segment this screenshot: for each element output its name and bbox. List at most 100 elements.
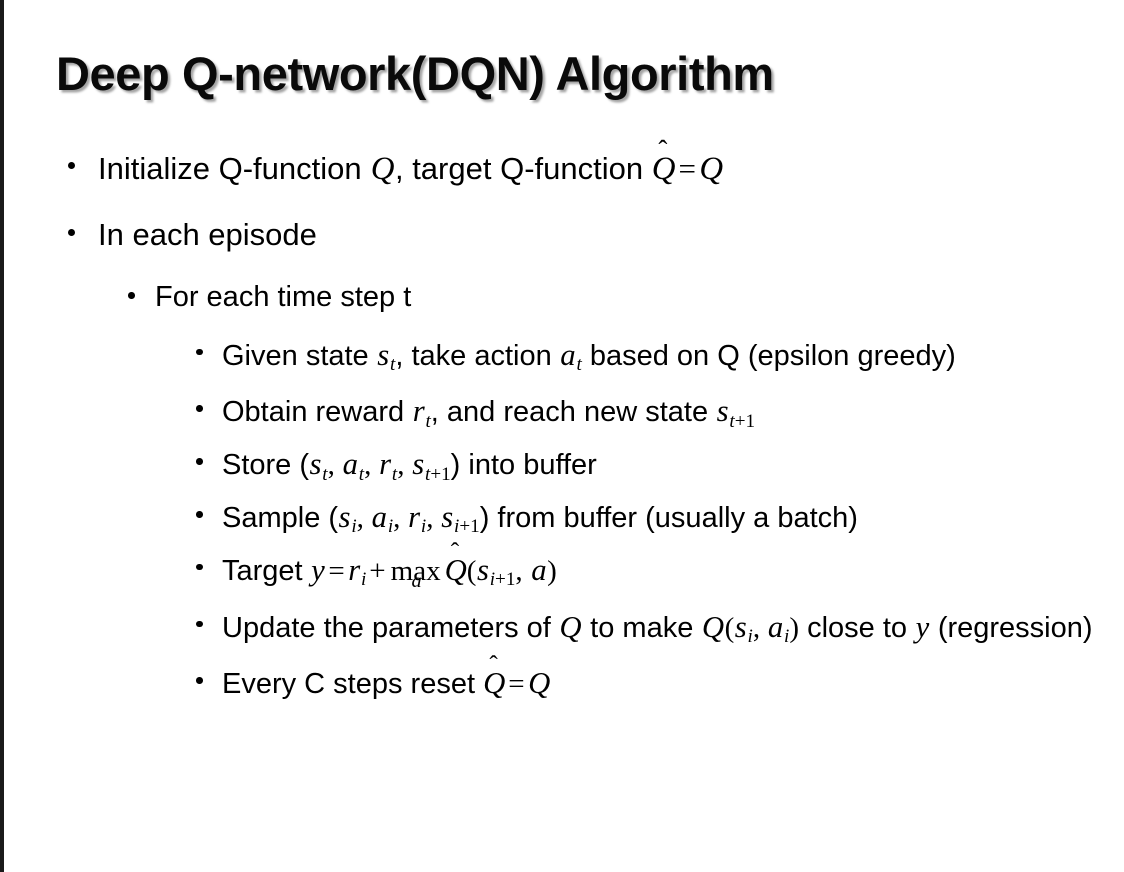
math-comma: , bbox=[515, 554, 523, 587]
bullet-dot-icon bbox=[196, 458, 203, 465]
math-op-equals: = bbox=[678, 151, 696, 186]
text-fragment: Obtain reward bbox=[222, 396, 413, 429]
math-var-s: s bbox=[734, 609, 747, 644]
text-fragment: , and reach new state bbox=[430, 396, 717, 429]
math-var-r: r bbox=[412, 394, 425, 429]
bullet-dot-icon bbox=[196, 511, 203, 518]
math-comma: , bbox=[327, 449, 343, 482]
bullet-dot-icon bbox=[128, 292, 135, 299]
bullet-update-text: Update the parameters of Q to make Q(si,… bbox=[222, 607, 1124, 650]
text-fragment: Update the parameters of bbox=[222, 611, 559, 644]
math-var-s: s bbox=[412, 447, 425, 482]
math-comma: , bbox=[752, 611, 768, 644]
bullet-given-state-text: Given state st, take action at based on … bbox=[222, 335, 1124, 378]
math-var-q: Q bbox=[559, 609, 582, 644]
math-subscript: t bbox=[391, 463, 398, 485]
bullet-for-each-time-step: For each time step t bbox=[0, 279, 1124, 317]
math-op-equals: = bbox=[328, 554, 345, 587]
math-subscript: t bbox=[322, 463, 328, 485]
math-subscript: i bbox=[360, 569, 367, 591]
bullet-in-each-episode-text: In each episode bbox=[98, 216, 317, 252]
math-subscript: i bbox=[387, 516, 394, 538]
bullet-obtain-reward-text: Obtain reward rt, and reach new state st… bbox=[222, 391, 1124, 434]
math-subscript: t bbox=[576, 354, 582, 376]
bullet-given-state: Given state st, take action at based on … bbox=[0, 335, 1124, 378]
math-var-y: y bbox=[311, 552, 325, 587]
bullet-dot-icon bbox=[196, 620, 203, 628]
math-var-q: Q bbox=[370, 151, 395, 187]
page-title: Deep Q-network(DQN) Algorithm bbox=[56, 47, 774, 100]
subscript-offset: +1 bbox=[459, 516, 480, 538]
text-fragment: (regression) bbox=[929, 611, 1093, 644]
text-fragment: Initialize Q-function bbox=[98, 151, 371, 186]
math-paren-close: ) bbox=[547, 554, 557, 587]
bullet-store-text: Store (st, at, rt, st+1) into buffer bbox=[222, 444, 1124, 487]
text-fragment: Sample ( bbox=[222, 502, 339, 535]
math-comma: , bbox=[356, 502, 372, 535]
hat-accent-icon: ˆ bbox=[658, 135, 668, 166]
math-var-a: a bbox=[371, 500, 388, 535]
text-fragment: close to bbox=[799, 611, 916, 644]
math-subscript: t+1 bbox=[425, 464, 451, 485]
slide-body: Initialize Q-function Q, target Q-functi… bbox=[0, 137, 1124, 714]
bullet-dot-icon bbox=[196, 405, 203, 412]
math-var-q: Q bbox=[483, 666, 506, 701]
math-var-q: Q bbox=[699, 151, 724, 187]
bullet-initialize: Initialize Q-function Q, target Q-functi… bbox=[0, 137, 1124, 191]
math-subscript: i bbox=[351, 516, 357, 538]
math-subscript: i bbox=[784, 626, 790, 648]
math-var-a: a bbox=[531, 552, 547, 587]
subscript-var: t bbox=[729, 410, 735, 432]
bullet-in-each-episode: In each episode bbox=[0, 215, 1124, 255]
bullet-sample: Sample (si, ai, ri, si+1) from buffer (u… bbox=[0, 497, 1124, 540]
left-edge-stripe bbox=[0, 0, 4, 872]
bullet-initialize-text: Initialize Q-function Q, target Q-functi… bbox=[98, 137, 1124, 191]
math-var-a: a bbox=[767, 609, 784, 644]
math-var-q: Q bbox=[701, 609, 725, 644]
math-var-s: s bbox=[377, 337, 390, 372]
bullet-dot-icon bbox=[68, 228, 75, 236]
math-subscript: i bbox=[420, 516, 427, 538]
math-paren-open: ( bbox=[724, 611, 735, 644]
math-subscript: i+1 bbox=[489, 569, 516, 591]
text-fragment: Target bbox=[222, 554, 311, 587]
subscript-var: i bbox=[454, 516, 460, 538]
bullet-for-each-time-step-text: For each time step t bbox=[155, 281, 412, 313]
math-subscript: i bbox=[747, 626, 753, 648]
math-var-s: s bbox=[441, 500, 454, 535]
subscript-var: t bbox=[424, 463, 431, 485]
math-var-y: y bbox=[915, 609, 930, 644]
math-var-q: Q bbox=[651, 151, 676, 187]
math-subscript: t bbox=[390, 354, 396, 376]
bullet-update: Update the parameters of Q to make Q(si,… bbox=[0, 607, 1124, 650]
math-subscript: t bbox=[425, 410, 431, 432]
math-var-s: s bbox=[476, 552, 489, 587]
math-comma: , bbox=[397, 449, 412, 482]
max-label: max bbox=[390, 554, 441, 587]
math-subscript: i+1 bbox=[454, 516, 480, 537]
hat-accent-icon: ˆ bbox=[489, 652, 498, 680]
math-var-s: s bbox=[338, 500, 351, 535]
max-limit-var: a bbox=[411, 569, 422, 592]
math-comma: , bbox=[364, 449, 379, 482]
bullet-sample-text: Sample (si, ai, ri, si+1) from buffer (u… bbox=[222, 497, 1124, 540]
subscript-offset: +1 bbox=[430, 463, 451, 485]
math-var-r: r bbox=[379, 447, 392, 482]
text-fragment: ) from buffer (usually a batch) bbox=[479, 502, 858, 535]
bullet-obtain-reward: Obtain reward rt, and reach new state st… bbox=[0, 391, 1124, 434]
text-fragment: Store ( bbox=[222, 449, 310, 482]
math-comma: , bbox=[426, 502, 441, 535]
subscript-offset: +1 bbox=[495, 569, 516, 591]
math-paren-close: ) bbox=[789, 611, 800, 644]
math-var-a: a bbox=[560, 337, 576, 372]
math-var-s: s bbox=[309, 447, 322, 482]
math-subscript: t bbox=[358, 463, 365, 485]
math-var-r: r bbox=[408, 500, 421, 535]
